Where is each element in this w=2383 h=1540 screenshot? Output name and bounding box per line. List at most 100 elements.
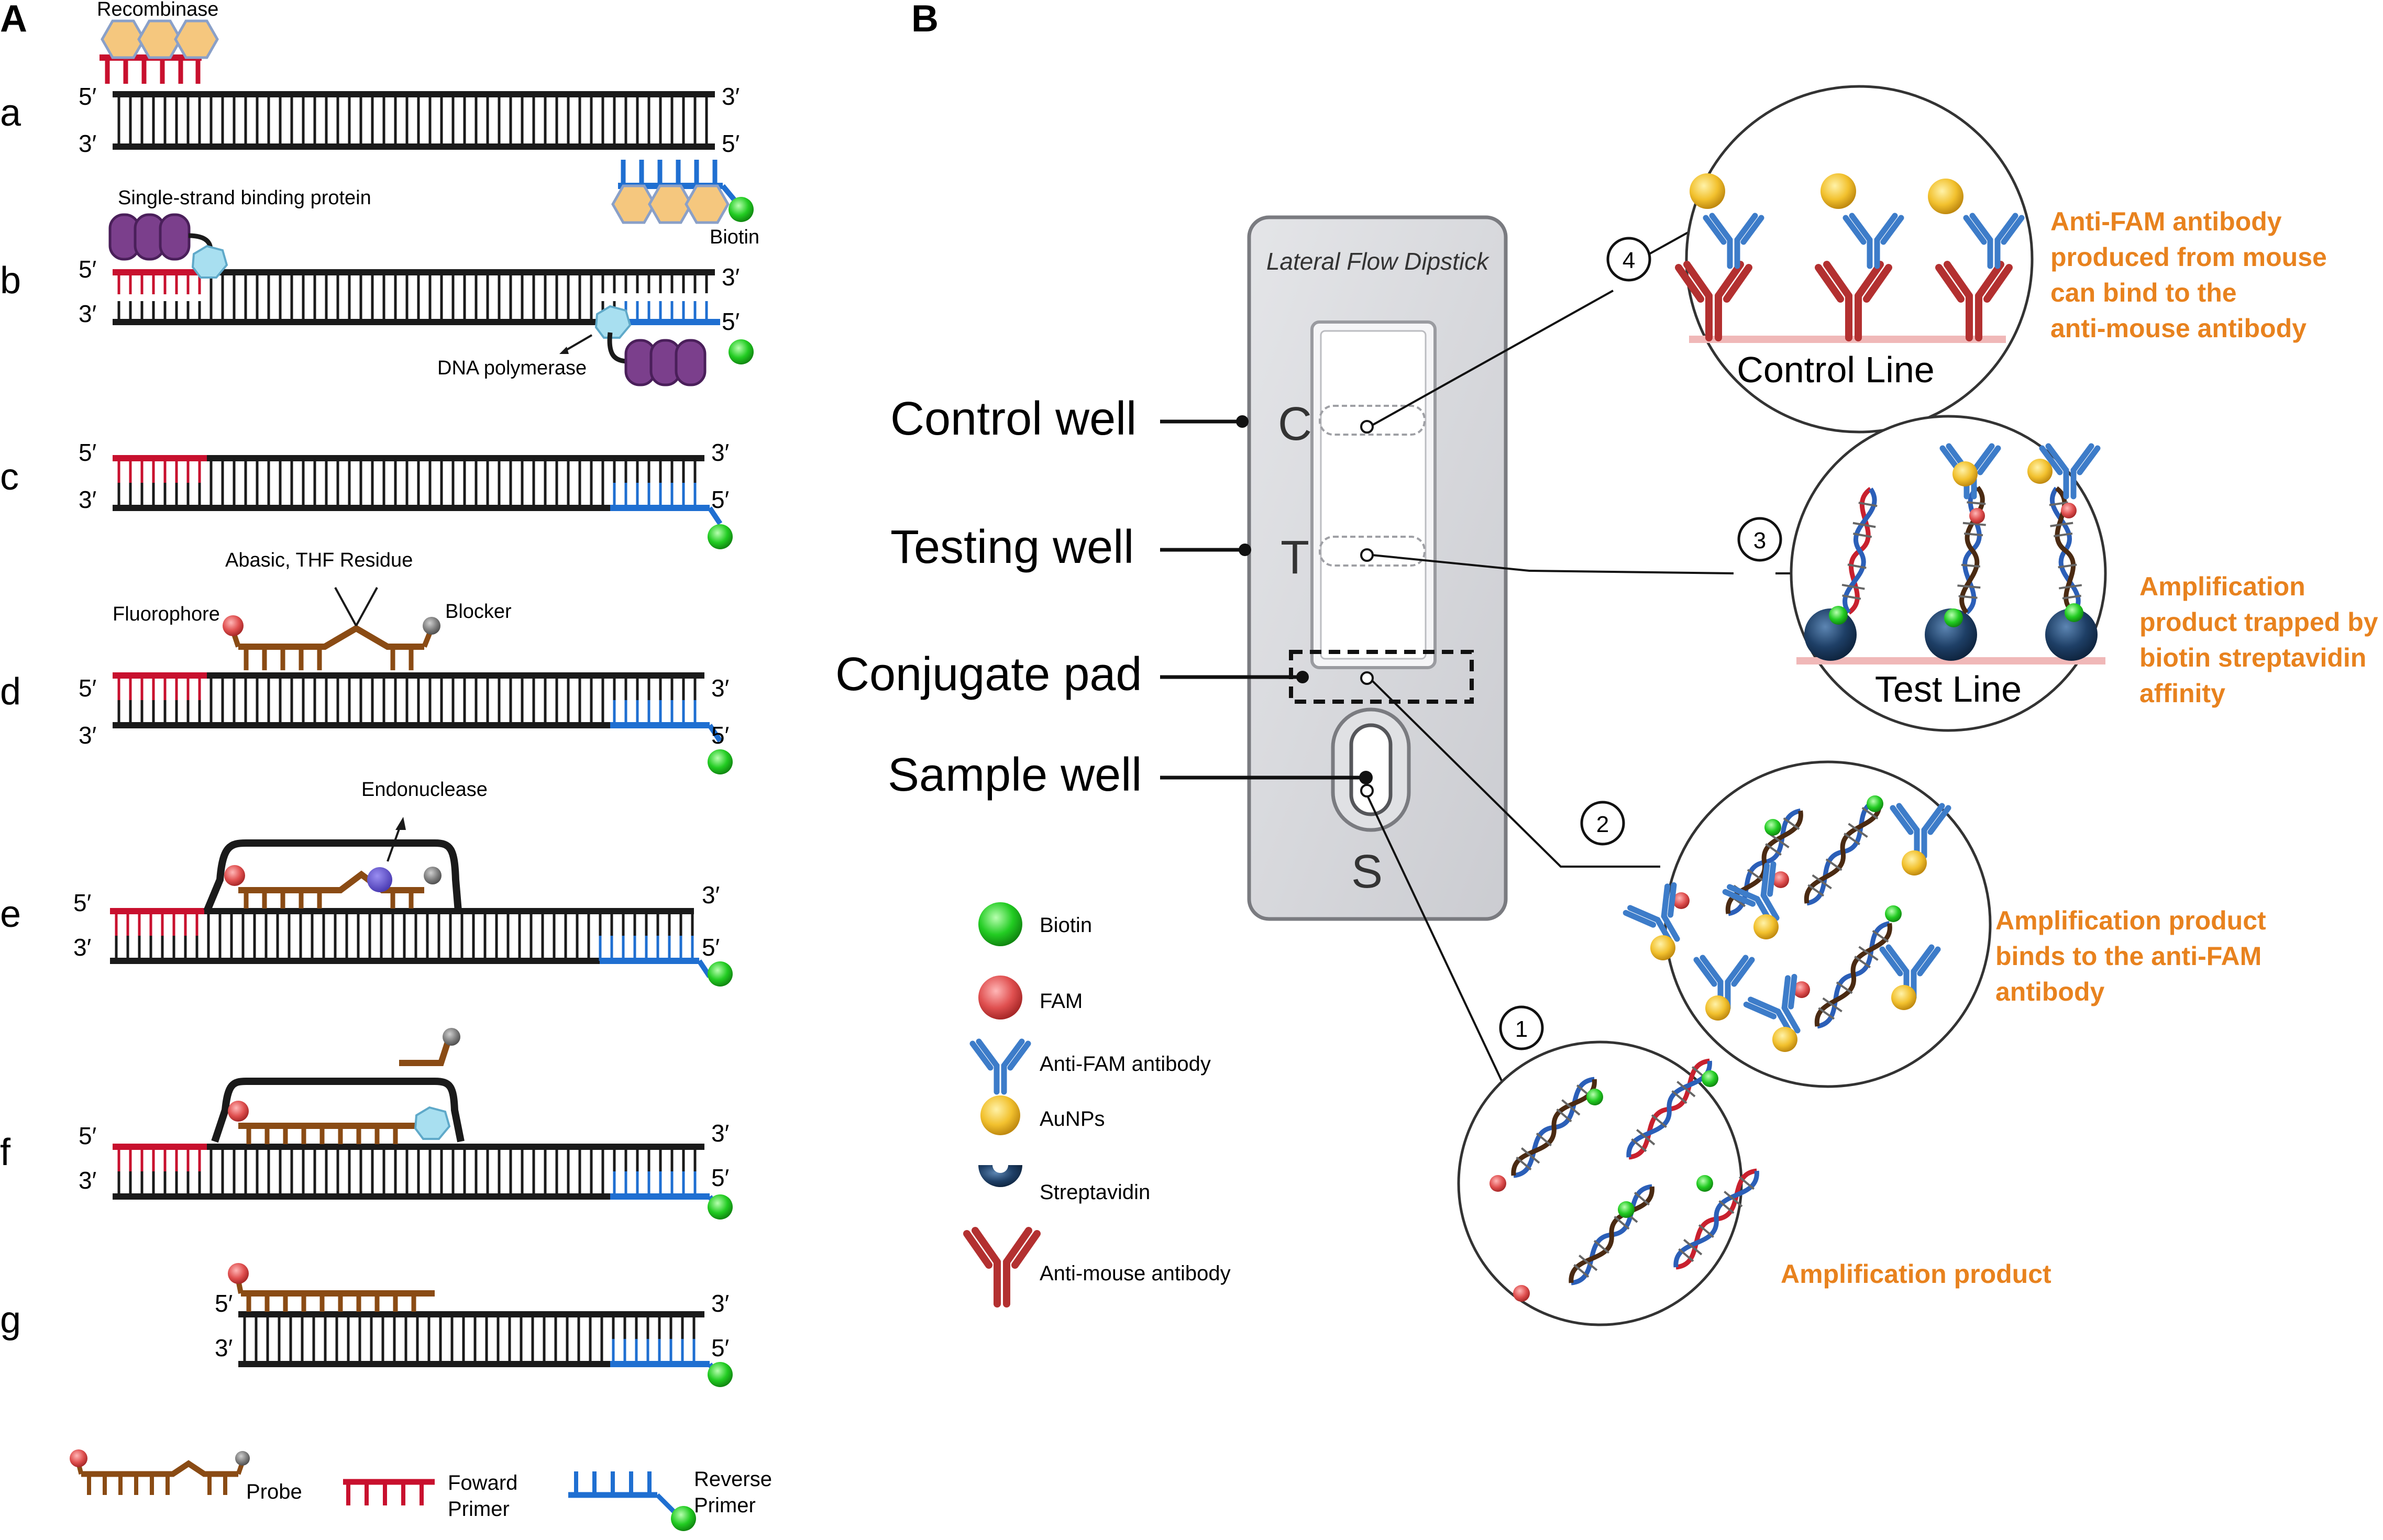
annotation-notes: Anti-FAM antibody produced from mouse ca… [1781,207,2378,1289]
ssb-label: Single-strand binding protein [118,187,371,209]
recombinase-label: Recombinase [97,0,218,20]
fluorophore-icon [224,865,245,886]
end-label-5: 5′ [722,130,740,157]
note-1-line-1: Amplification product [1781,1259,2051,1289]
row-c: c 5′ 3′ 3′ 5′ [0,439,733,549]
ssb-protein-icon [108,213,191,261]
end-label-3: 3′ [722,83,740,110]
note-3-line-1: Amplification [2139,572,2305,601]
legend-forward-primer: Foward Primer [343,1471,517,1521]
zoom-circle-conjugate [1625,760,1992,1088]
legend-streptavidin-label: Streptavidin [1040,1181,1150,1204]
note-3-line-2: product trapped by [2139,607,2378,637]
fluorophore-icon [223,615,244,636]
end-label-3: 3′ [79,486,96,513]
legend-fam-label: FAM [1040,990,1083,1013]
end-label-3: 3′ [79,722,96,749]
dsdna-duplex [238,1311,723,1381]
row-letter: a [0,92,21,134]
legend-panel-a: Probe Foward Primer Reverse Primer [70,1449,772,1531]
sample-letter: S [1351,846,1383,898]
note-3-line-3: biotin streptavidin [2139,643,2366,672]
recombinase-icon [611,184,730,224]
end-label-3: 3′ [73,934,91,961]
biotin-label: Biotin [710,226,759,248]
panel-b-label: B [911,0,939,40]
blocker-label: Blocker [445,601,512,623]
pointer-arrow [355,587,378,626]
end-label-5: 5′ [79,1122,96,1149]
biotin-icon [708,1362,733,1387]
open-bubble [203,839,462,913]
end-label-5: 5′ [711,722,729,749]
streptavidin-icon [978,1165,1022,1187]
end-label-3: 3′ [79,300,96,327]
end-label-5: 5′ [711,1334,729,1361]
legend-biotin-label: Biotin [1040,914,1092,937]
biotin-icon [729,197,754,222]
extended-strand [238,1123,419,1144]
dsdna-duplex [113,672,723,743]
legend-reverse-label-1: Reverse [694,1468,772,1491]
dsdna-duplex [113,1144,723,1214]
pointer-arrow [562,334,593,353]
dipstick-title: Lateral Flow Dipstick [1266,248,1490,275]
end-label-3: 3′ [215,1334,233,1361]
note-2-line-2: binds to the anti-FAM [1995,941,2261,971]
zoom-connectors [1360,229,1791,1084]
end-label-5: 5′ [215,1290,233,1317]
step-2-number: 2 [1596,812,1609,837]
probe [230,625,433,670]
row-letter: f [0,1132,11,1173]
fluorophore-icon [228,1101,249,1122]
blocker-icon [443,1028,460,1046]
end-label-5: 5′ [79,674,96,702]
control-well-label: Control well [890,393,1137,445]
end-label-5: 5′ [79,83,96,110]
extended-strand [236,1280,435,1312]
probe [238,870,424,909]
end-label-3: 3′ [711,674,729,702]
row-f: f 5′ 3′ 3′ 5′ [0,1028,733,1220]
abasic-label: Abasic, THF Residue [225,549,413,571]
row-g: g 5′ 3′ 3′ 5′ [0,1263,733,1387]
legend-probe: Probe [70,1449,302,1503]
note-4-line-3: can bind to the [2050,278,2237,307]
end-label-3: 3′ [711,1290,729,1317]
end-label-3: 3′ [711,1120,729,1147]
row-letter: d [0,671,21,713]
dsdna-duplex [113,91,715,150]
recombinase-icon [101,19,219,59]
note-4-line-2: produced from mouse [2050,242,2327,272]
polymerase-icon [191,245,228,279]
row-letter: c [0,456,19,498]
end-label-5: 5′ [79,256,96,283]
control-letter: C [1278,398,1312,450]
step-4-number: 4 [1623,248,1635,273]
note-2-line-3: antibody [1995,977,2105,1006]
endonuclease-icon [367,867,392,892]
blocker-icon [423,617,440,635]
pointer-arrow-head [395,817,406,830]
polymerase-icon [414,1106,451,1140]
row-letter: b [0,260,21,302]
test-line-zone [1319,536,1426,567]
end-label-5: 5′ [73,889,91,916]
well-labels: Control well Testing well Conjugate pad … [835,393,1373,801]
legend-forward-label-1: Foward [448,1471,517,1494]
dsdna-duplex-open [113,269,720,325]
zoom-circle-control-line: Control Line [1679,85,2034,434]
end-label-3: 3′ [79,130,96,157]
dsdna-duplex [110,908,712,978]
zoom-circle-amplification [1457,1040,1766,1326]
anti-fam-antibody-icon [973,1042,1028,1092]
test-line-label: Test Line [1875,669,2022,710]
legend-panel-b: Biotin FAM Anti-FAM antibody AuNPs Strep… [967,902,1231,1304]
row-e: e 5′ 3′ 3′ 5′ Endonuclease [0,779,733,987]
polymerase-icon [594,305,632,339]
forward-primer [100,54,202,84]
control-line-zone [1319,405,1426,436]
aunps-icon [980,1095,1020,1135]
note-2-line-1: Amplification product [1995,906,2266,935]
end-label-5: 5′ [702,934,720,961]
